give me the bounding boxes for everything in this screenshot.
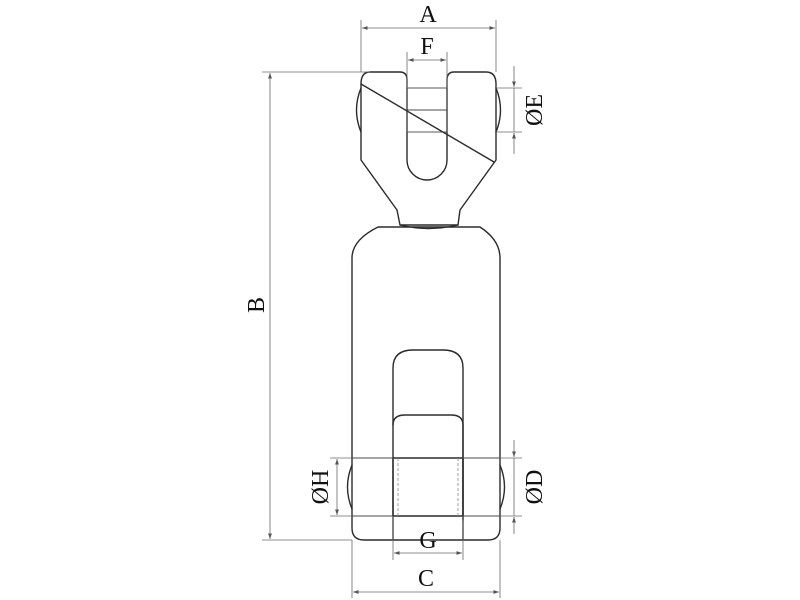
- top-pin-boss-left: [355, 87, 362, 133]
- dimension-a: A: [360, 2, 497, 72]
- label-h: ØH: [308, 470, 334, 505]
- body-slot: [392, 349, 464, 541]
- body: [346, 226, 506, 541]
- neck: [399, 224, 459, 230]
- label-e: ØE: [522, 94, 548, 126]
- dimension-c: C: [351, 540, 501, 598]
- body-outline: [351, 226, 501, 541]
- label-a: A: [419, 2, 437, 28]
- threaded-bush: [392, 457, 464, 517]
- dimension-e: ØE: [496, 66, 548, 154]
- dimension-g: G: [392, 516, 464, 560]
- label-f: F: [420, 34, 433, 60]
- bottom-pin-boss-left: [346, 464, 353, 510]
- section-line: [360, 83, 495, 163]
- label-g: G: [419, 528, 436, 554]
- dimension-h: ØH: [308, 457, 352, 517]
- top-pin-boss-right: [495, 87, 502, 133]
- top-jaw-outline: [360, 71, 497, 226]
- shank: [392, 414, 464, 521]
- top-jaw: [355, 71, 502, 230]
- label-d: ØD: [522, 470, 548, 505]
- label-c: C: [418, 566, 434, 592]
- dimension-b: B: [244, 71, 370, 541]
- dimension-f: F: [406, 34, 448, 88]
- bottom-pin-boss-right: [499, 464, 506, 510]
- dimension-d: ØD: [500, 440, 548, 534]
- label-b: B: [244, 297, 270, 313]
